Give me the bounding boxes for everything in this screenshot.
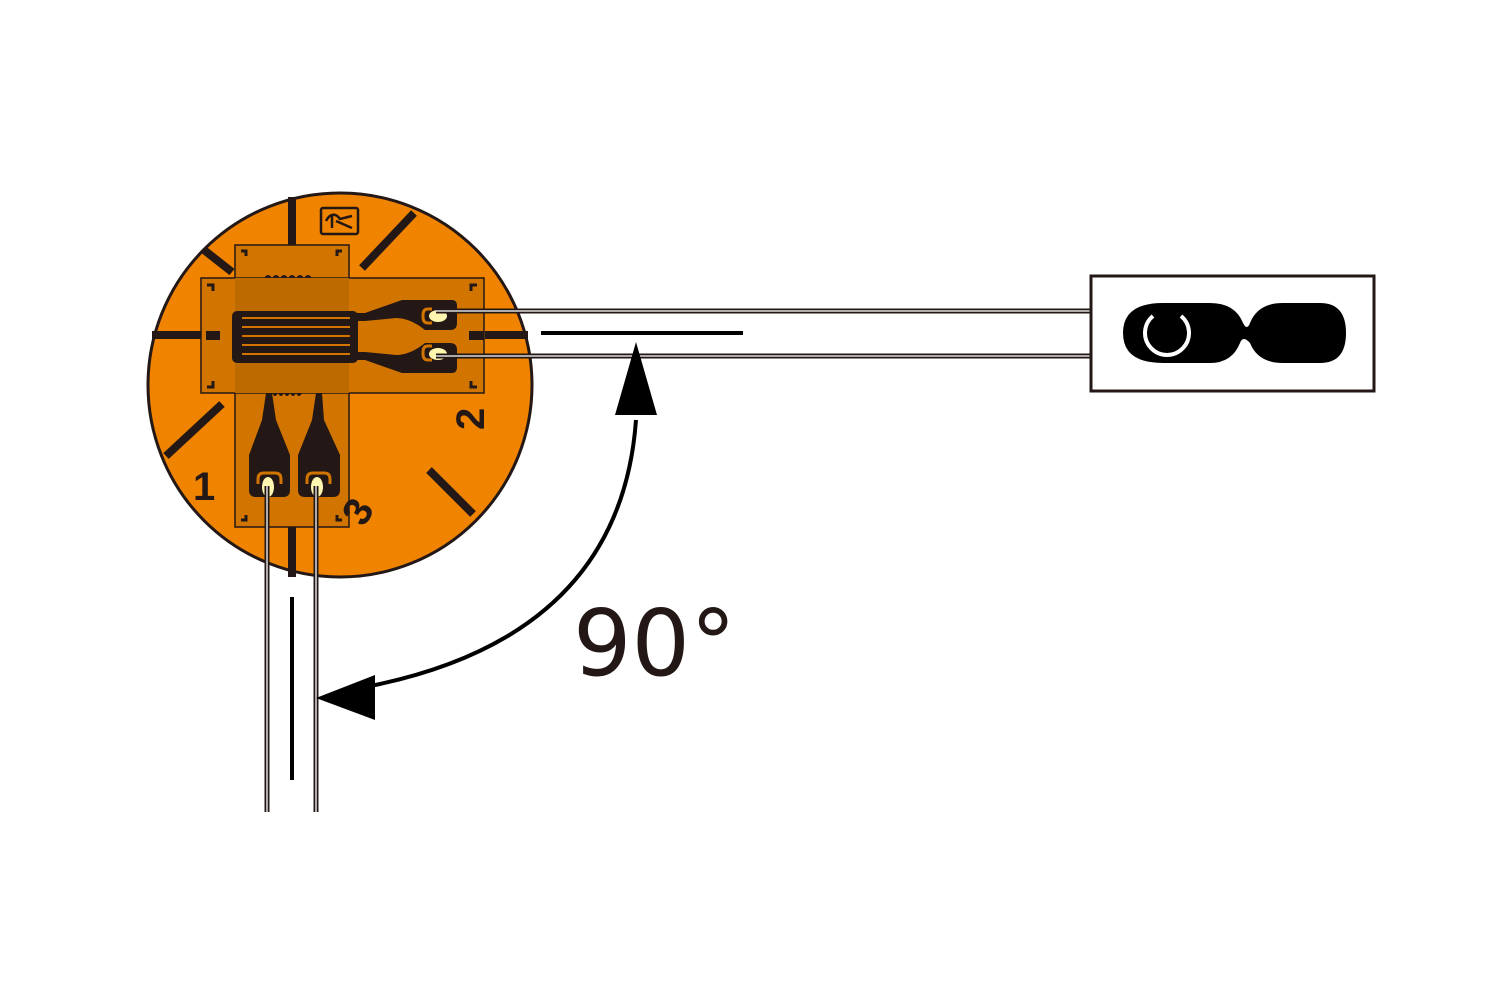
bondable-terminal <box>1089 274 1376 393</box>
angle-label: 90° <box>573 590 736 697</box>
vertical-lead-wires <box>264 486 319 812</box>
grid-end-loops <box>264 275 312 396</box>
horizontal-lead-wires <box>436 308 1140 359</box>
vertical-tabs <box>249 393 340 497</box>
pliers-icon <box>319 206 360 236</box>
horizontal-grid <box>232 300 457 373</box>
angle-arc-arrow <box>316 342 657 720</box>
grid-label-1: 1 <box>193 465 215 509</box>
grid-label-2: 2 <box>449 408 493 430</box>
